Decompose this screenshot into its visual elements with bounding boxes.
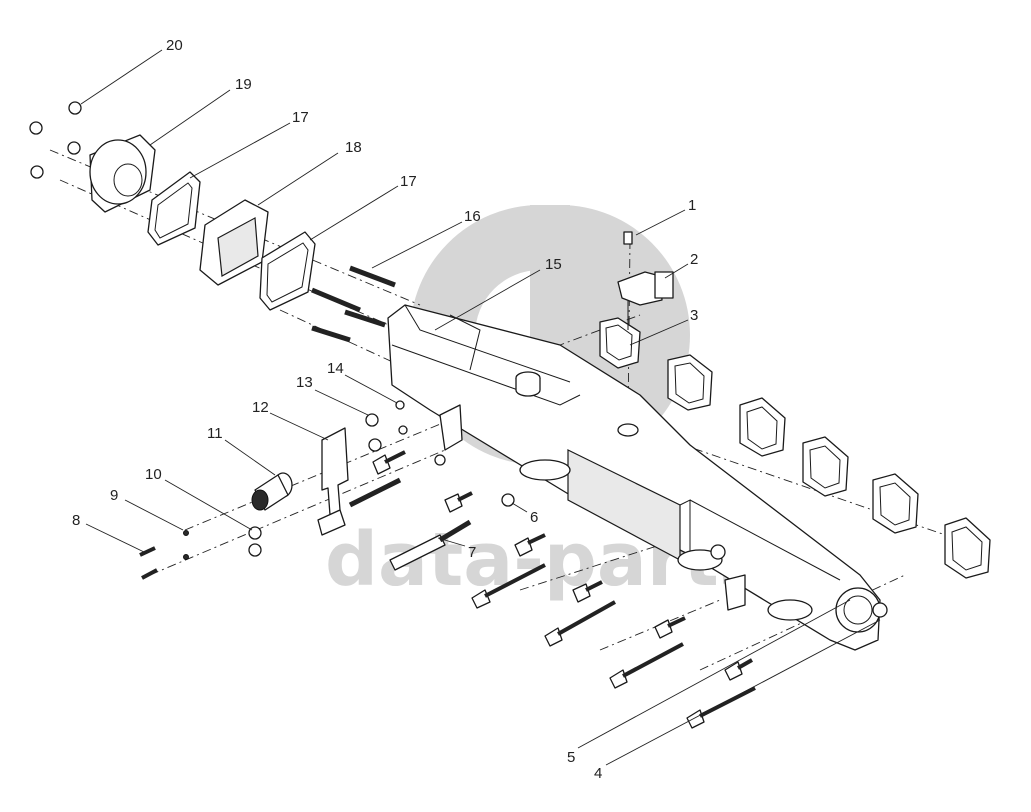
callout-13: 13 xyxy=(296,374,313,391)
exhaust-manifold xyxy=(387,304,888,651)
callout-12: 12 xyxy=(252,399,269,416)
callout-2: 2 xyxy=(690,251,698,268)
callout-18: 18 xyxy=(345,139,362,156)
callout-16: 16 xyxy=(464,208,481,225)
callout-5: 5 xyxy=(567,749,575,766)
callout-9: 9 xyxy=(110,487,118,504)
callout-6: 6 xyxy=(530,509,538,526)
callout-20: 20 xyxy=(166,37,183,54)
bracket-hardware xyxy=(139,400,446,580)
callout-11: 11 xyxy=(207,425,223,442)
callout-1: 1 xyxy=(688,197,696,214)
manifold-gaskets xyxy=(599,317,991,579)
leader-lines xyxy=(80,49,881,766)
end-flange-stack xyxy=(29,101,396,343)
manifold-bolts xyxy=(389,491,756,729)
callout-4: 4 xyxy=(594,765,602,782)
callout-labels: 1 2 3 4 5 6 7 8 9 10 11 12 13 14 15 16 1… xyxy=(72,37,698,782)
callout-7: 7 xyxy=(468,544,476,561)
callout-19: 19 xyxy=(235,76,252,93)
callout-17-lower: 17 xyxy=(400,173,417,190)
callout-15: 15 xyxy=(545,256,562,273)
callout-3: 3 xyxy=(690,307,698,324)
callout-8: 8 xyxy=(72,512,80,529)
temperature-sensor xyxy=(617,231,674,330)
callout-10: 10 xyxy=(145,466,162,483)
callout-14: 14 xyxy=(327,360,344,377)
callout-17-upper: 17 xyxy=(292,109,309,126)
